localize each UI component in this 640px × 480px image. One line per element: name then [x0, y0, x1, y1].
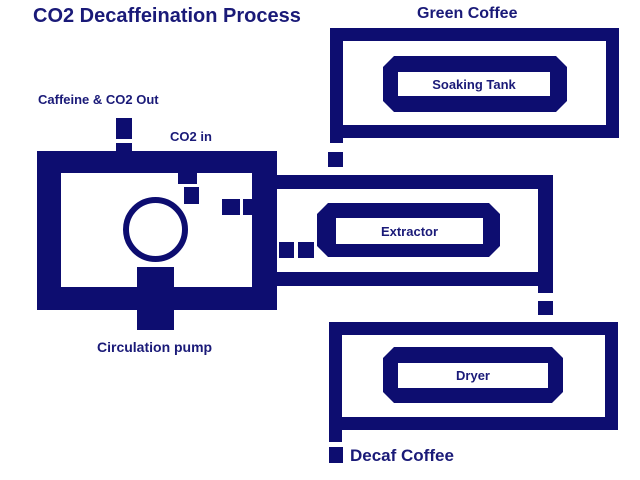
- co2-in-nub: [178, 172, 197, 184]
- pipe-square-caffeine-out-upper: [116, 118, 132, 139]
- node-soaking-tank: Soaking Tank: [398, 72, 550, 96]
- label-co2-in: CO2 in: [170, 129, 212, 144]
- pipe-square-loop-to-extractor-a: [279, 242, 294, 258]
- pipe-square-soaking-to-extractor: [328, 152, 343, 167]
- soaking-tank-outlet-stub: [330, 138, 343, 143]
- co2-in-square: [184, 187, 199, 204]
- loop-square-inner: [222, 199, 240, 215]
- node-dryer: Dryer: [398, 363, 548, 388]
- pipe-square-decaf-out: [329, 447, 343, 463]
- extractor-right-wall: [538, 175, 553, 293]
- dryer-outlet-stub: [329, 430, 342, 442]
- label-caffeine-co2-out: Caffeine & CO2 Out: [38, 92, 159, 107]
- node-extractor: Extractor: [336, 218, 483, 244]
- extractor-top-wall: [276, 175, 553, 189]
- loop-tab-to-wall: [243, 199, 256, 215]
- extractor-bottom-wall: [275, 272, 553, 286]
- soaking-tank-vessel: [330, 28, 619, 138]
- pump-circle-icon: [123, 197, 188, 262]
- label-circulation-pump: Circulation pump: [97, 339, 213, 355]
- page-title: CO2 Decaffeination Process: [33, 5, 301, 27]
- circulation-pump-block: [137, 267, 174, 330]
- pipe-square-caffeine-out-lower: [116, 143, 132, 152]
- pipe-square-extractor-to-dryer: [538, 301, 553, 315]
- label-decaf-coffee: Decaf Coffee: [350, 446, 454, 465]
- pipe-square-loop-to-extractor-b: [298, 242, 314, 258]
- label-green-coffee: Green Coffee: [417, 5, 518, 22]
